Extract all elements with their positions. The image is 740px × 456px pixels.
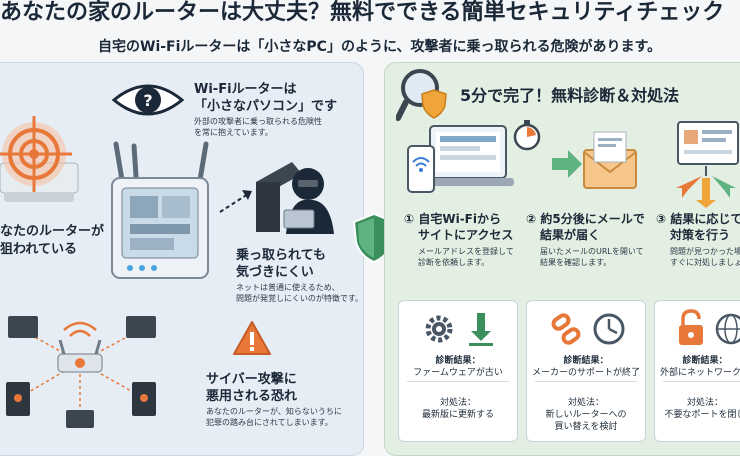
router-pc-title-1: Wi-Fiルーターは [194,82,297,97]
step1-title-2: サイトにアクセス [418,228,514,242]
diagnosis-heading: 5分で完了！無料診断＆対処法 [460,86,680,105]
crosshair-target-icon [0,116,79,202]
card3-divider [663,381,740,382]
card1-action-1: 最新版に更新する [421,410,494,420]
router-pc-illustration [111,141,209,279]
attack-title-2: 悪用される恐れ [206,389,298,404]
profile-arrows-icon [676,121,739,208]
card1-action-label: 対処法： [439,398,476,408]
router-pc-title-2: 「小さなパソコン」です [194,99,338,114]
step2-desc-1: 届いたメールのURLを開いて [540,247,644,256]
page-title: あなたの家のルーターは大丈夫？無料でできる簡単セキュリティチェック [0,0,725,25]
stopwatch-icon [513,120,541,151]
card1-result-label: 診断結果： [435,356,481,366]
gear-download-icon [425,313,493,346]
attack-desc-2: 犯罪の踏み台にされてしまいます。 [206,418,333,427]
hacker-icon [256,162,334,234]
target-label-2: 狙われている [0,242,77,257]
step3-title-1: ③ 結果に応じて [656,212,740,226]
broken-chain-clock-icon [551,313,625,345]
card3-action-1: 不要なポートを閉じ [664,410,740,420]
laptop-phone-illustration [407,125,514,193]
step2-title-1: ② 約5分後にメールで [526,212,645,226]
result-card-support: 診断結果： メーカーのサポートが終了 対処法： 新しいルーターへの 買い替えを検… [526,300,646,442]
magnifier-shield-icon [396,69,447,121]
attack-desc-1: あなたのルーターが、知らないうちに [206,407,342,416]
eye-question-icon: ? [111,84,185,116]
svg-text:?: ? [143,91,152,110]
dashed-arrow-icon [219,190,252,213]
router-pc-desc-2: を常に抱えています。 [194,128,273,137]
card1-result: ファームウェアが古い [413,368,503,378]
step1-desc-2: 診断を依頼します。 [418,258,490,267]
card3-action-label: 対処法： [686,398,723,408]
page-subtitle: 自宅のWi-Fiルーターは「小さなPC」のように、攻撃者に乗っ取られる危険があり… [98,39,662,55]
hijack-title-1: 乗っ取られても [236,248,326,263]
hijack-title-2: 気づきにくい [236,265,314,280]
step3-desc-2: すぐに対処しましょ [670,258,740,267]
card2-result: メーカーのサポートが終了 [531,368,640,378]
result-card-network: 診断結果： 外部にネットワークが 対処法： 不要なポートを閉じ [654,300,740,442]
router-pc-desc-1: 外部の攻撃者に乗っ取られる危険性 [194,117,322,126]
step3-title-2: 対策を行う [670,228,731,242]
step3-desc-1: 問題が見つかった場 [670,247,740,256]
hijack-desc-1: ネットは普通に使えるため、 [236,283,340,292]
arrow-envelope-icon [552,131,637,189]
attack-title-1: サイバー攻撃に [206,372,297,387]
step1-desc-1: メールアドレスを登録して [418,247,514,256]
result-card-firmware: 診断結果： ファームウェアが古い 対処法： 最新版に更新する [398,300,518,442]
card2-action-1: 新しいルーターへの [545,410,627,420]
card1-divider [407,381,509,382]
card2-result-label: 診断結果： [563,356,609,366]
card3-result-label: 診断結果： [682,356,728,366]
target-label-1: なたのルーターが [0,224,105,239]
botnet-network-illustration [6,316,156,428]
card2-divider [535,381,637,382]
step2-desc-2: 結果を確認します。 [540,258,612,267]
step1-title-1: ① 自宅Wi-Fiから [404,212,501,226]
step2-title-2: 結果が届く [540,228,601,242]
card3-result: 外部にネットワークが [659,368,740,378]
warning-icon [233,321,271,355]
card2-action-label: 対処法： [567,398,604,408]
lock-globe-icon [679,309,740,345]
hijack-desc-2: 問題が発覚しにくいのが特徴です。 [236,294,364,303]
card2-action-2: 買い替えを検討 [554,422,618,432]
